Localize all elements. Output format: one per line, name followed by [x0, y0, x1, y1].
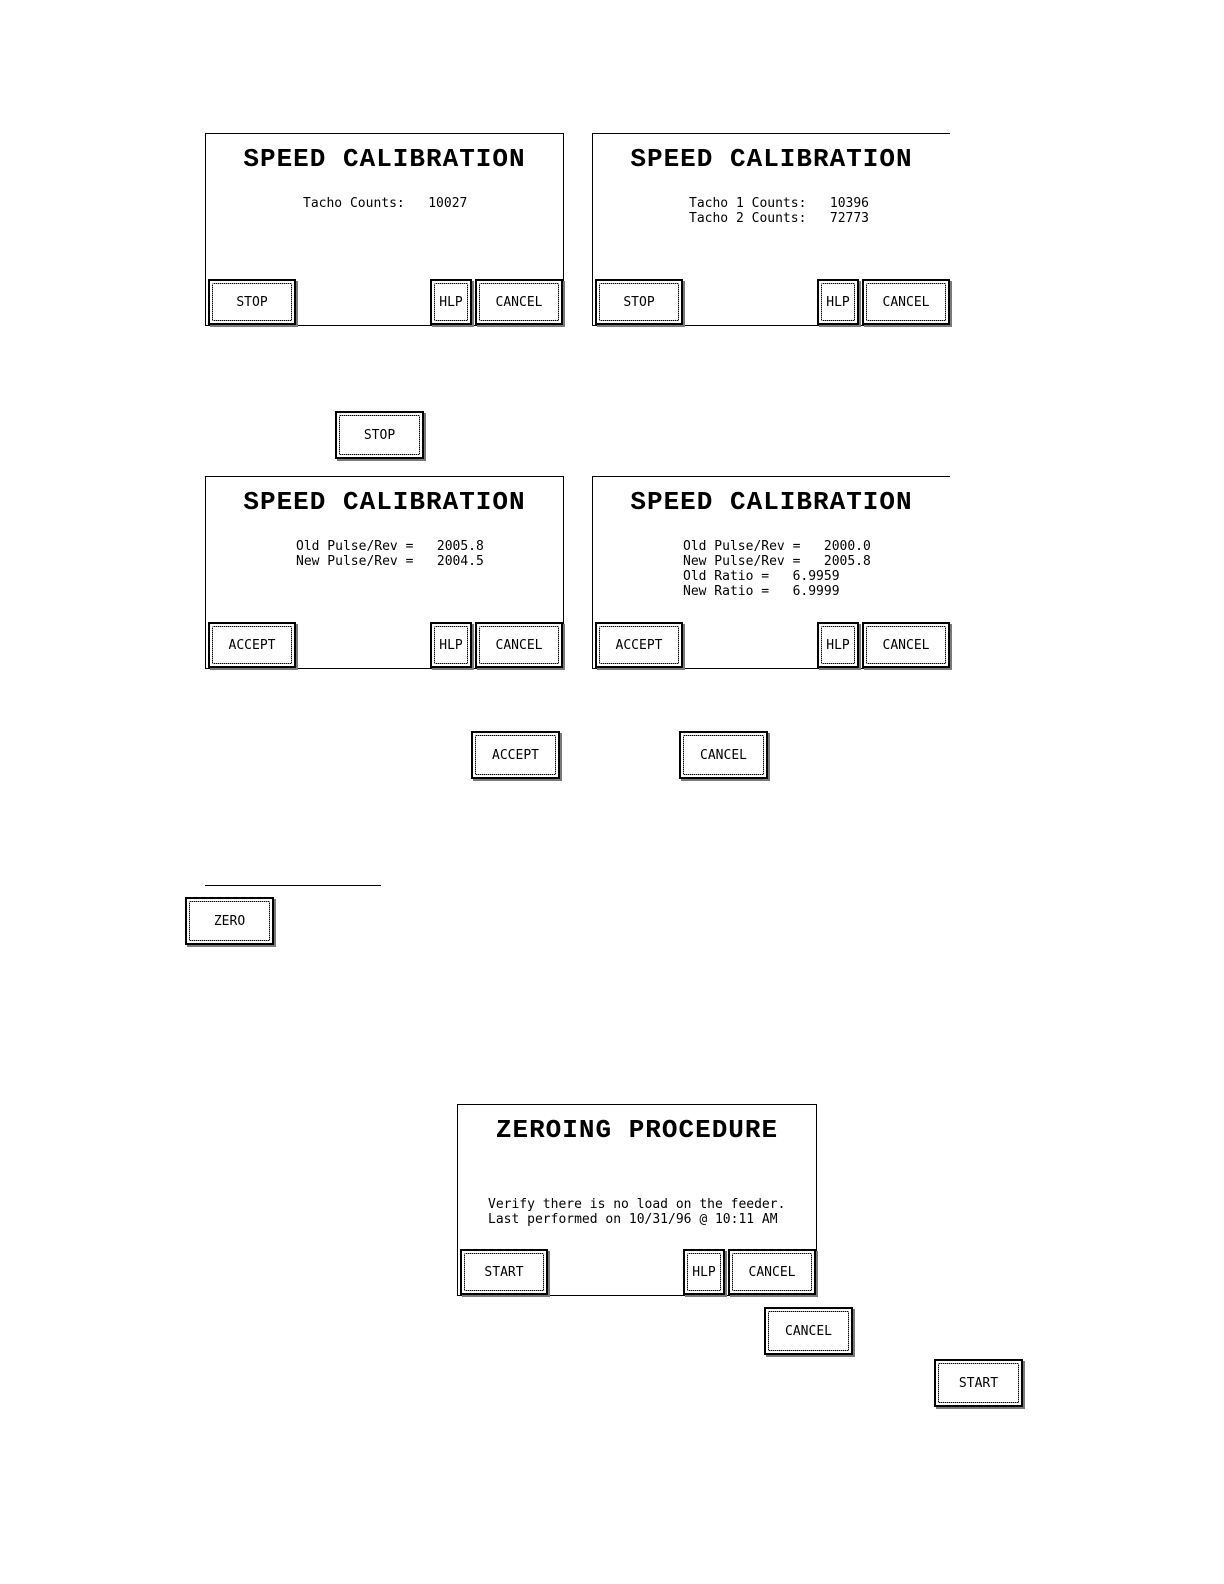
cancel-button[interactable]: CANCEL [764, 1307, 853, 1355]
screen-title: SPEED CALIBRATION [630, 144, 913, 174]
start-button[interactable]: START [460, 1249, 548, 1295]
zeroing-procedure-screen: ZEROING PROCEDURE Verify there is no loa… [457, 1104, 817, 1296]
accept-button[interactable]: ACCEPT [595, 622, 683, 668]
cancel-button[interactable]: CANCEL [679, 731, 768, 779]
cancel-button[interactable]: CANCEL [475, 279, 563, 325]
help-button[interactable]: HLP [683, 1249, 725, 1295]
zeroing-instructions: Verify there is no load on the feeder. L… [488, 1197, 786, 1227]
section-heading-underline [205, 885, 381, 886]
cancel-button[interactable]: CANCEL [862, 279, 950, 325]
screen-title: SPEED CALIBRATION [243, 487, 526, 517]
tacho-counts-readout: Tacho Counts: 10027 [303, 196, 468, 211]
cancel-button[interactable]: CANCEL [475, 622, 563, 668]
speed-calibration-screen-single-tacho: SPEED CALIBRATION Tacho Counts: 10027 ST… [205, 133, 564, 326]
help-button[interactable]: HLP [430, 279, 472, 325]
accept-button[interactable]: ACCEPT [471, 731, 560, 779]
zero-button[interactable]: ZERO [185, 897, 274, 945]
speed-calibration-ratio-result-screen: SPEED CALIBRATION Old Pulse/Rev = 2000.0… [592, 476, 950, 669]
pulse-rev-ratio-readout: Old Pulse/Rev = 2000.0 New Pulse/Rev = 2… [683, 539, 871, 599]
pulse-rev-readout: Old Pulse/Rev = 2005.8 New Pulse/Rev = 2… [296, 539, 484, 569]
help-button[interactable]: HLP [430, 622, 472, 668]
cancel-button[interactable]: CANCEL [728, 1249, 816, 1295]
stop-button[interactable]: STOP [335, 411, 424, 459]
screen-title: SPEED CALIBRATION [243, 144, 526, 174]
help-button[interactable]: HLP [817, 279, 859, 325]
accept-button[interactable]: ACCEPT [208, 622, 296, 668]
stop-button[interactable]: STOP [595, 279, 683, 325]
screen-title: ZEROING PROCEDURE [495, 1115, 779, 1145]
speed-calibration-result-screen: SPEED CALIBRATION Old Pulse/Rev = 2005.8… [205, 476, 564, 669]
screen-title: SPEED CALIBRATION [630, 487, 913, 517]
stop-button[interactable]: STOP [208, 279, 296, 325]
help-button[interactable]: HLP [817, 622, 859, 668]
cancel-button[interactable]: CANCEL [862, 622, 950, 668]
start-button[interactable]: START [934, 1359, 1023, 1407]
tacho-counts-readout: Tacho 1 Counts: 10396 Tacho 2 Counts: 72… [689, 196, 870, 226]
speed-calibration-screen-dual-tacho: SPEED CALIBRATION Tacho 1 Counts: 10396 … [592, 133, 950, 326]
